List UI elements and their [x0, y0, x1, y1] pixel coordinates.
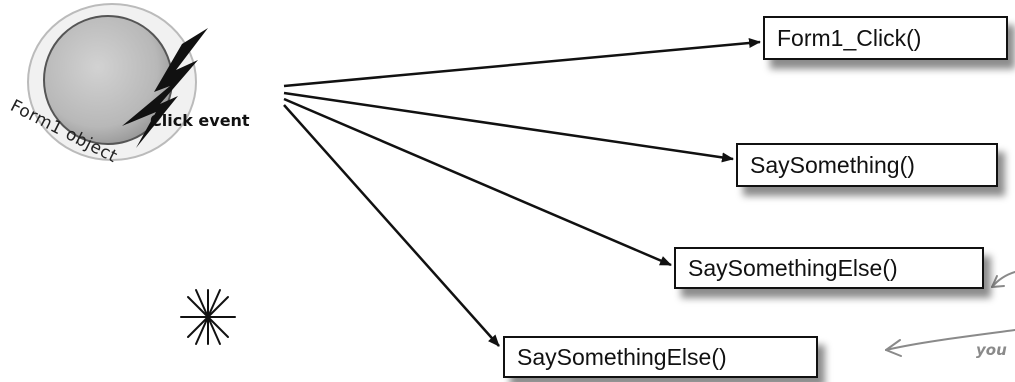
arrow-to-saysomethingelse-2	[283, 104, 500, 347]
annotation-arrows	[885, 271, 1015, 357]
annotation-note: you	[976, 341, 1007, 359]
click-event-label: Click event	[150, 111, 250, 130]
sparkle-icon	[180, 289, 236, 345]
handler-box-saysomethingelse-1: SaySomethingElse()	[674, 247, 984, 289]
handler-box-form1-click: Form1_Click()	[763, 16, 1008, 60]
handler-box-saysomething: SaySomething()	[736, 143, 998, 187]
handler-box-saysomethingelse-2: SaySomethingElse()	[503, 336, 818, 378]
arrow-to-form1-click	[283, 38, 761, 88]
event-arrows	[283, 38, 761, 347]
arrow-to-saysomethingelse-1	[283, 97, 672, 267]
arrow-to-saysomething	[283, 91, 734, 163]
